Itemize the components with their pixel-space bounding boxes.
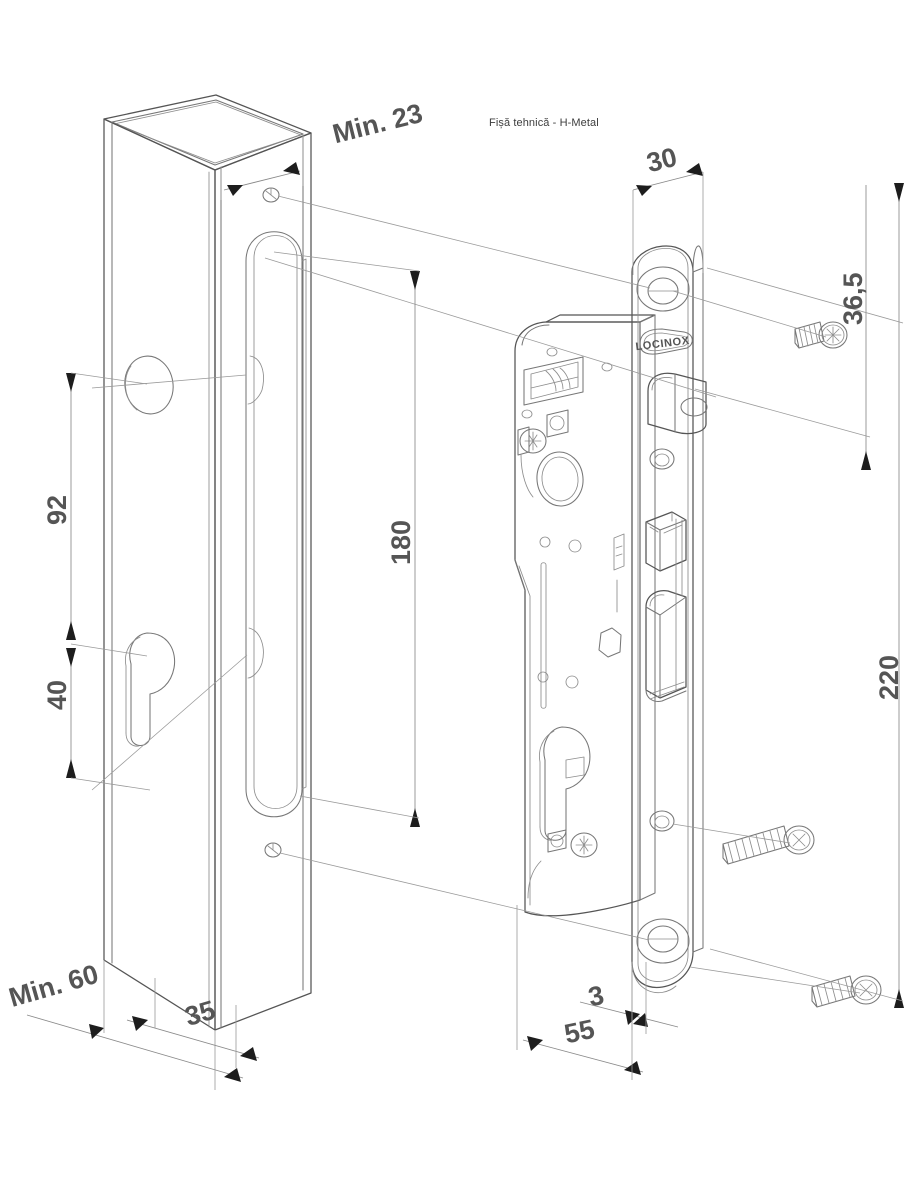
leader-screw-1 — [672, 290, 827, 338]
dim-min-23 — [220, 134, 304, 200]
faceplate-hole-bottom — [636, 918, 690, 964]
dim-label-220: 220 — [874, 654, 904, 700]
fixing-screw-2 — [722, 825, 815, 865]
post-cylinder-keyhole — [125, 632, 176, 747]
dim-35 — [126, 978, 260, 1068]
case-screw-lower — [570, 832, 598, 858]
dim-30 — [632, 163, 704, 275]
dead-bolt — [645, 590, 687, 702]
dimension-lines — [26, 134, 904, 1090]
lock-faceplate: LOCINOX — [631, 245, 708, 994]
post-spindle-hole-far — [247, 355, 264, 405]
lock-case — [514, 314, 656, 917]
thumbturn-block — [647, 372, 708, 435]
leader-top-screw — [277, 195, 651, 289]
dim-label-55: 55 — [561, 1013, 598, 1050]
dim-min-60 — [26, 960, 244, 1090]
dim-36-5 — [694, 185, 871, 470]
dim-label-30: 30 — [643, 141, 680, 179]
faceplate-hole-middle — [649, 448, 675, 470]
dim-92-40 — [66, 372, 151, 791]
case-cylinder-cutout — [539, 726, 591, 841]
fixing-screw-3 — [811, 975, 882, 1008]
leader-bottom-screw — [279, 852, 650, 941]
dim-220 — [706, 183, 904, 1008]
latch-bolt — [645, 511, 687, 572]
leader-keyhole — [91, 654, 248, 791]
leader-screw-3 — [689, 966, 861, 994]
case-screw-upper — [519, 428, 547, 454]
dim-180 — [273, 251, 420, 827]
fixing-screw-1 — [794, 321, 848, 349]
dim-label-36-5: 36,5 — [838, 272, 868, 325]
post-slot-cutout — [245, 231, 307, 818]
post-body — [103, 94, 312, 1031]
dim-55 — [516, 905, 644, 1080]
document-title: Fișă tehnică - H-Metal — [489, 117, 599, 129]
post-cylinder-keyhole-far — [247, 627, 264, 679]
leader-spindle — [91, 374, 247, 389]
dim-label-40: 40 — [42, 679, 72, 710]
leader-slot — [264, 257, 717, 398]
locinox-badge: LOCINOX — [635, 328, 693, 355]
faceplate-hole-lower — [649, 810, 675, 832]
leader-screw-2 — [672, 823, 791, 844]
faceplate-hole-top — [636, 266, 690, 312]
post-assembly — [103, 94, 312, 1031]
dim-label-180: 180 — [386, 519, 416, 565]
lock-assembly: LOCINOX — [514, 245, 882, 1008]
post-screw-hole-top — [262, 187, 280, 203]
svg-text:LOCINOX: LOCINOX — [635, 335, 690, 354]
dim-label-92: 92 — [42, 494, 72, 525]
post-screw-hole-bottom — [264, 842, 282, 858]
